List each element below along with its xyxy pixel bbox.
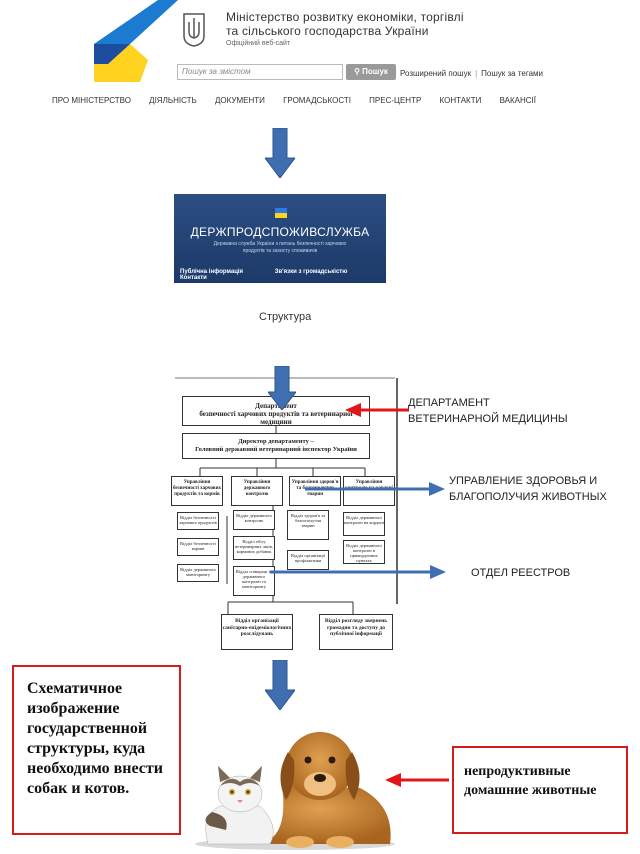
nav-item-press[interactable]: ПРЕС-ЦЕНТР [369,96,422,105]
down-arrow-icon [268,366,296,410]
ministry-title: Міністерство розвитку економіки, торгівл… [226,10,464,38]
search-button[interactable]: ⚲ Пошук [346,64,396,80]
schematic-note-box: Схематичное изображение государственной … [12,665,181,835]
org-chart: Департамент безпечності харчових продукт… [165,376,403,650]
trident-icon [183,13,205,47]
search-icon: ⚲ [354,67,360,76]
org-section: Відділ державного контролю в прикордонни… [343,540,385,564]
org-unit-food-safety: Управління безпечності харчових продукті… [171,476,223,506]
banner-link-contacts[interactable]: Контакти [180,275,207,281]
org-unit-border-control: Управління контролю на кордоні [343,476,395,506]
pets-note-box: непродуктивные домашние животные [452,746,628,834]
red-arrow-left-icon [385,773,449,787]
red-arrow-left-icon [345,403,409,417]
org-bottom-appeals: Відділ розгляду звернень громадян та дос… [319,614,393,650]
service-banner[interactable]: ДЕРЖПРОДСПОЖИВСЛУЖБА Державна служба Укр… [174,194,386,283]
flag-icon [275,208,287,218]
annotation-department: ДЕПАРТАМЕНТ ВЕТЕРИНАРНОЙ МЕДИЦИНЫ [408,397,568,425]
dog-and-cat-image [195,732,395,850]
org-section: Відділ безпечності кормів [177,538,219,556]
org-section: Відділ здоров'я та благополуччя тварин [287,510,329,540]
org-section: Відділ організації профілактики [287,550,329,570]
org-bottom-sanitary: Відділ організації санітарно-епідеміолог… [221,614,293,650]
ministry-subtitle: Офіційний веб-сайт [226,40,291,47]
banner-title: ДЕРЖПРОДСПОЖИВСЛУЖБА [190,225,370,239]
down-arrow-icon [265,128,295,178]
down-arrow-icon [265,660,295,710]
nav-item-about[interactable]: ПРО МІНІСТЕРСТВО [52,96,131,105]
org-section: Відділ державного контролю [233,510,275,530]
banner-link-public-info[interactable]: Публічна інформація [180,269,244,275]
org-director: Директор департаменту – Головний державн… [182,433,370,459]
nav-item-documents[interactable]: ДОКУМЕНТИ [214,96,265,105]
blue-arrow-right-icon [305,482,445,496]
org-section: Відділ обігу ветеринарних ліків, кормови… [233,536,275,560]
banner-link-public-relations[interactable]: Зв'язки з громадськістю [274,269,348,275]
annotation-animal-health: УПРАВЛЕНИЕ ЗДОРОВЬЯ И БЛАГОПОЛУЧИЯ ЖИВОТ… [449,475,607,503]
org-section: Відділ безпечності харчових продуктів [177,512,219,530]
nav-item-activity[interactable]: ДІЯЛЬНІСТЬ [149,96,197,105]
nav-item-contacts[interactable]: КОНТАКТИ [439,96,482,105]
search-links: Розширений пошук|Пошук за тегами [400,69,544,78]
ministry-logo[interactable] [88,0,178,82]
org-unit-state-control: Управління державного контролю [231,476,283,506]
structure-label: Структура [259,311,312,323]
org-section: Відділ державного контролю на кордоні [343,512,385,536]
org-section-registry: Відділ співпраці за державного контролю … [233,566,275,596]
org-section: Відділ державного моніторингу [177,564,219,582]
nav-item-vacancies[interactable]: ВАКАНСІЇ [499,96,536,105]
nav-item-public[interactable]: ГРОМАДСЬКОСТІ [283,96,351,105]
org-department-head: Департамент безпечності харчових продукт… [182,396,370,426]
banner-links: Публічна інформація Зв'язки з громадські… [180,269,386,281]
annotation-registry: ОТДЕЛ РЕЕСТРОВ [471,567,571,579]
main-nav: ПРО МІНІСТЕРСТВО ДІЯЛЬНІСТЬ ДОКУМЕНТИ ГР… [52,96,552,105]
banner-subtitle: Державна служба України з питань безпечн… [213,241,347,254]
advanced-search-link[interactable]: Розширений пошук [400,69,472,78]
blue-arrow-right-icon [270,565,446,579]
search-input[interactable]: Пошук за змістом [177,64,343,80]
tag-search-link[interactable]: Пошук за тегами [481,69,544,78]
